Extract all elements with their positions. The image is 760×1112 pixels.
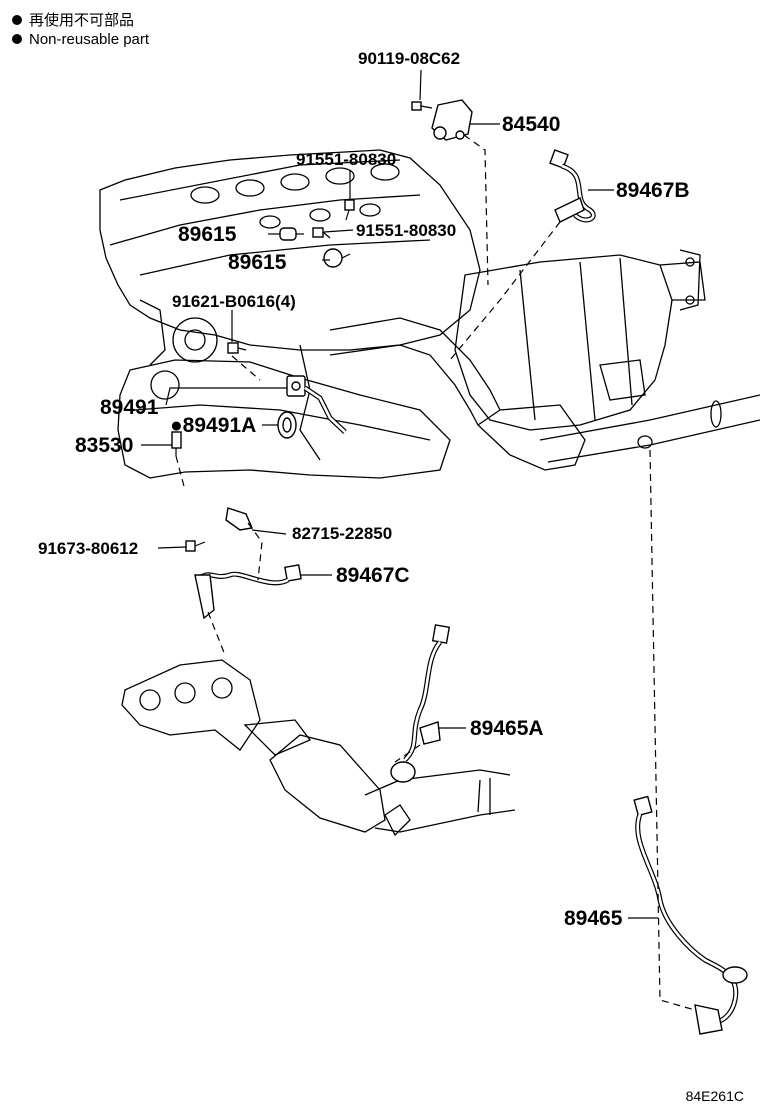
label-89491a: ●89491A xyxy=(170,414,256,437)
legend-text-jp: 再使用不可部品 xyxy=(29,12,135,29)
label-91621-b0616: 91621-B0616(4) xyxy=(172,292,296,311)
part-83530-switch xyxy=(171,431,182,456)
part-89491a-gasket xyxy=(277,411,297,439)
label-91551-80830-top: 91551-80830 xyxy=(296,150,396,169)
part-91551-bolt-b xyxy=(312,227,331,239)
part-91621-bolt xyxy=(227,342,247,354)
label-89491: 89491 xyxy=(100,396,159,419)
label-82715-22850: 82715-22850 xyxy=(292,524,392,543)
diagram-code: 84E261C xyxy=(685,1088,744,1104)
part-89467b-sensor xyxy=(549,149,596,223)
label-89467c: 89467C xyxy=(336,564,410,587)
label-83530: 83530 xyxy=(75,434,133,457)
part-91673-bolt xyxy=(185,540,206,552)
label-89615-upper: 89615 xyxy=(178,223,237,246)
label-84540: 84540 xyxy=(502,113,560,136)
legend-text-en: Non-reusable part xyxy=(29,31,150,48)
legend-line-en: Non-reusable part xyxy=(12,31,149,48)
dashed-reference-lines xyxy=(175,134,696,1011)
part-91551-bolt-a xyxy=(344,199,355,221)
label-89615-lower: 89615 xyxy=(228,251,287,274)
leader-lines xyxy=(141,69,658,919)
part-89467c-sensor xyxy=(194,564,302,620)
label-91673-80612: 91673-80612 xyxy=(38,539,138,558)
part-89465-sensor xyxy=(633,795,748,1035)
label-89465a: 89465A xyxy=(470,717,544,740)
part-89615-b xyxy=(323,248,351,268)
part-89465a-sensor xyxy=(390,624,451,783)
label-91551-80830-mid: 91551-80830 xyxy=(356,221,456,240)
label-90119-08c62: 90119-08C62 xyxy=(358,49,460,68)
bullet-icon xyxy=(12,15,22,25)
label-89465: 89465 xyxy=(564,907,623,930)
bullet-icon xyxy=(12,34,22,44)
label-89467b: 89467B xyxy=(616,179,690,202)
part-82715-bracket xyxy=(225,507,253,531)
part-89615-a xyxy=(279,227,304,241)
catalytic-converter-drawing xyxy=(121,659,516,837)
engine-block-drawing xyxy=(99,149,586,479)
part-89491-sensor xyxy=(286,375,347,434)
part-90119-bolt xyxy=(411,101,433,111)
legend-line-jp: 再使用不可部品 xyxy=(12,9,134,30)
transmission-drawing xyxy=(454,249,760,463)
part-84540 xyxy=(431,99,473,141)
